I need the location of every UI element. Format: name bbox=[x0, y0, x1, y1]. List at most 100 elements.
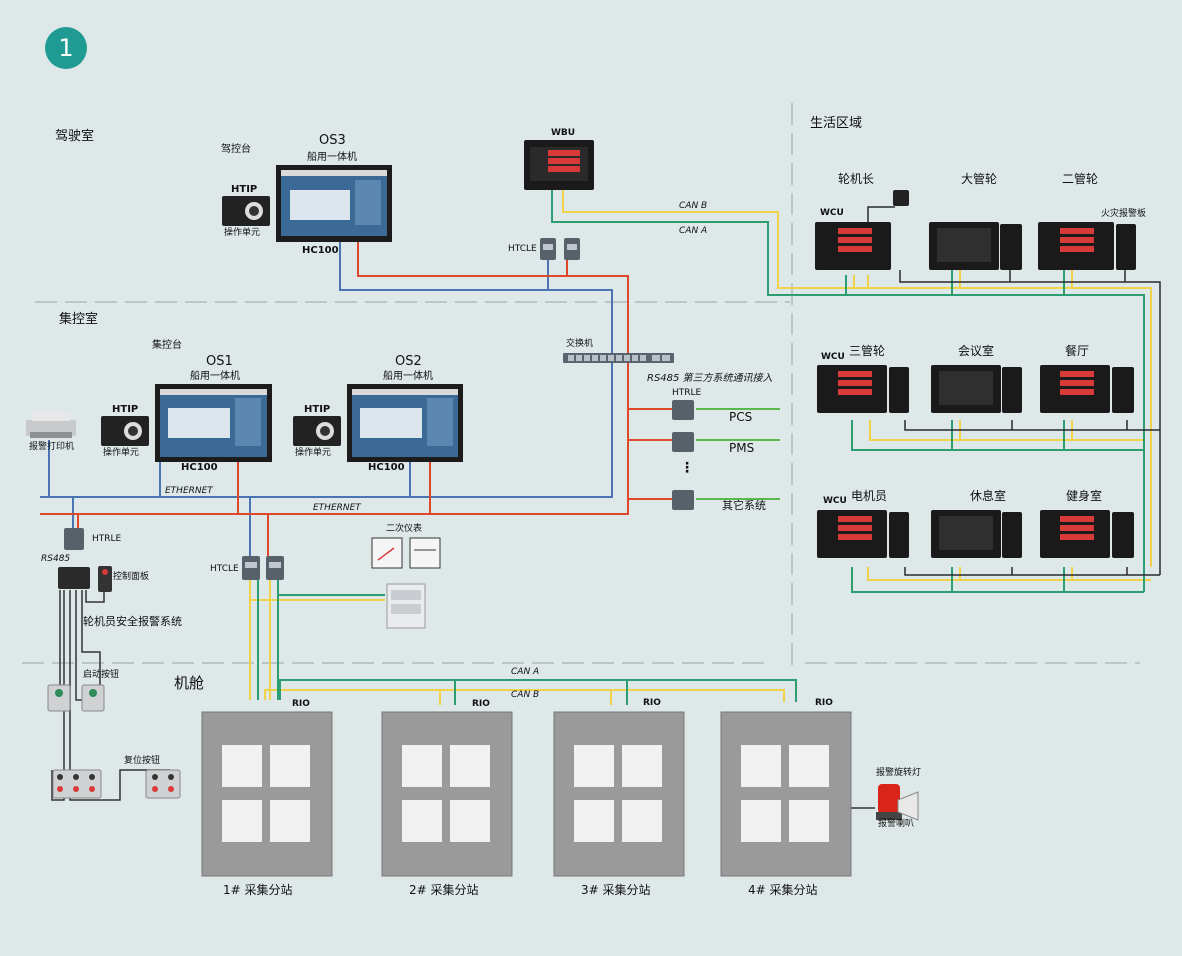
os3-subtitle: 船用一体机 bbox=[307, 152, 357, 163]
htip-bridge-sub: 操作单元 bbox=[224, 228, 261, 238]
alarm-printer bbox=[26, 412, 76, 438]
rio-label-1: RIO bbox=[292, 699, 310, 709]
rs485-third-party-label: RS485 第三方系统通讯接入 bbox=[647, 373, 773, 384]
htcle-bridge-label: HTCLE bbox=[508, 244, 537, 254]
zone-dividers bbox=[22, 103, 1140, 665]
alarm-horn bbox=[897, 791, 919, 821]
os1-subtitle: 船用一体机 bbox=[190, 371, 240, 382]
can-a-top-label: CAN A bbox=[679, 226, 708, 236]
zone-label-living: 生活区域 bbox=[810, 116, 863, 131]
can-green-lines bbox=[257, 190, 1145, 705]
cabinet-3 bbox=[553, 711, 685, 877]
can-b-top-label: CAN B bbox=[679, 201, 708, 211]
os3-title: OS3 bbox=[319, 133, 346, 148]
meters-label: 二次仪表 bbox=[386, 524, 423, 534]
room-dining: 餐厅 bbox=[1065, 344, 1090, 358]
station-label-3: 3# 采集分站 bbox=[581, 883, 651, 897]
can-yellow-lines bbox=[249, 190, 1152, 705]
step-badge: 1 bbox=[45, 27, 87, 69]
beacon-label: 报警旋转灯 bbox=[876, 768, 922, 778]
rs485-left-label: RS485 bbox=[41, 554, 71, 564]
start-button-label: 启动按钮 bbox=[83, 670, 120, 680]
room-third-engineer: 二管轮 bbox=[1062, 172, 1099, 186]
alarm-system-label: 轮机员安全报警系统 bbox=[83, 615, 182, 628]
room-electrician: 电机员 bbox=[851, 489, 888, 503]
station-label-1: 1# 采集分站 bbox=[223, 883, 293, 897]
zone-label-control-room: 集控室 bbox=[59, 312, 99, 327]
rs485-lines bbox=[696, 408, 780, 500]
ethernet-red-lines bbox=[40, 242, 672, 556]
printer-label: 报警打印机 bbox=[29, 442, 75, 452]
os3-model: HC100 bbox=[302, 245, 339, 256]
htip-unit-control-1 bbox=[101, 416, 149, 446]
room-second-engineer: 大管轮 bbox=[961, 172, 998, 186]
rio-label-2: RIO bbox=[472, 699, 490, 709]
htip2-label: HTIP bbox=[304, 404, 331, 415]
htip1-label: HTIP bbox=[112, 404, 139, 415]
os2-model: HC100 bbox=[368, 462, 405, 473]
os1-monitor bbox=[155, 384, 272, 462]
alarm-beacon bbox=[876, 784, 902, 820]
htcle-engine-label: HTCLE bbox=[210, 564, 239, 574]
wcu-label-2: WCU bbox=[821, 352, 845, 362]
htrle-left-label: HTRLE bbox=[92, 534, 122, 544]
more-systems-dots: ⋮ bbox=[680, 460, 694, 476]
pcs-label: PCS bbox=[729, 410, 753, 424]
cabinet-4 bbox=[720, 711, 852, 877]
reset-button-label: 复位按钮 bbox=[124, 756, 161, 766]
station-label-4: 4# 采集分站 bbox=[748, 883, 818, 897]
cabinet-2 bbox=[381, 711, 513, 877]
living-area-dark-wiring bbox=[867, 206, 1161, 576]
bridge-console-label: 驾控台 bbox=[221, 144, 251, 155]
pms-label: PMS bbox=[729, 441, 755, 455]
os2-monitor bbox=[347, 384, 463, 462]
fire-panel-label: 火灾报警板 bbox=[1101, 209, 1147, 219]
control-console-label: 集控台 bbox=[152, 340, 182, 351]
room-gym: 健身室 bbox=[1066, 489, 1103, 503]
room-fourth-engineer: 三管轮 bbox=[849, 344, 886, 358]
htip2-sub: 操作单元 bbox=[295, 448, 332, 458]
htcle-engine bbox=[242, 556, 284, 580]
os1-title: OS1 bbox=[206, 354, 233, 369]
wbu-label: WBU bbox=[551, 128, 576, 138]
alarm-controller bbox=[58, 566, 112, 592]
htrle-modules bbox=[64, 400, 694, 550]
htip-bridge-label: HTIP bbox=[231, 184, 258, 195]
can-a-bottom-label: CAN A bbox=[511, 667, 540, 677]
htip-unit-control-2 bbox=[293, 416, 341, 446]
horn-label: 报警喇叭 bbox=[878, 819, 915, 829]
station-label-2: 2# 采集分站 bbox=[409, 883, 479, 897]
reset-buttons bbox=[52, 769, 181, 799]
room-chief-engineer: 轮机长 bbox=[838, 172, 875, 186]
room-lounge: 休息室 bbox=[970, 489, 1007, 503]
wcu-label-3: WCU bbox=[823, 496, 847, 506]
switch-label: 交换机 bbox=[566, 339, 594, 349]
secondary-meters bbox=[371, 537, 441, 629]
room-meeting: 会议室 bbox=[958, 344, 995, 358]
ethernet-blue-lines bbox=[40, 242, 613, 556]
htip1-sub: 操作单元 bbox=[103, 448, 140, 458]
ethernet-label-2: ETHERNET bbox=[313, 503, 361, 513]
wbu-panel bbox=[524, 140, 594, 190]
ethernet-label-1: ETHERNET bbox=[165, 486, 213, 496]
can-b-bottom-label: CAN B bbox=[511, 690, 540, 700]
htcle-bridge bbox=[540, 238, 580, 260]
os1-model: HC100 bbox=[181, 462, 218, 473]
zone-label-engine-room: 机舱 bbox=[174, 674, 205, 692]
os2-subtitle: 船用一体机 bbox=[383, 371, 433, 382]
zone-label-bridge: 驾驶室 bbox=[55, 129, 95, 144]
rio-label-4: RIO bbox=[815, 698, 833, 708]
control-panel-label: 控制面板 bbox=[113, 572, 150, 582]
start-buttons bbox=[47, 684, 105, 712]
os2-title: OS2 bbox=[395, 354, 422, 369]
wcu-label-1: WCU bbox=[820, 208, 844, 218]
htip-unit-bridge bbox=[222, 196, 270, 226]
cabinet-1 bbox=[201, 711, 333, 877]
wcu-panels bbox=[815, 190, 1136, 558]
htrle-top-label: HTRLE bbox=[672, 388, 702, 398]
other-systems-label: 其它系统 bbox=[722, 499, 766, 512]
network-switch bbox=[563, 353, 674, 363]
rio-label-3: RIO bbox=[643, 698, 661, 708]
